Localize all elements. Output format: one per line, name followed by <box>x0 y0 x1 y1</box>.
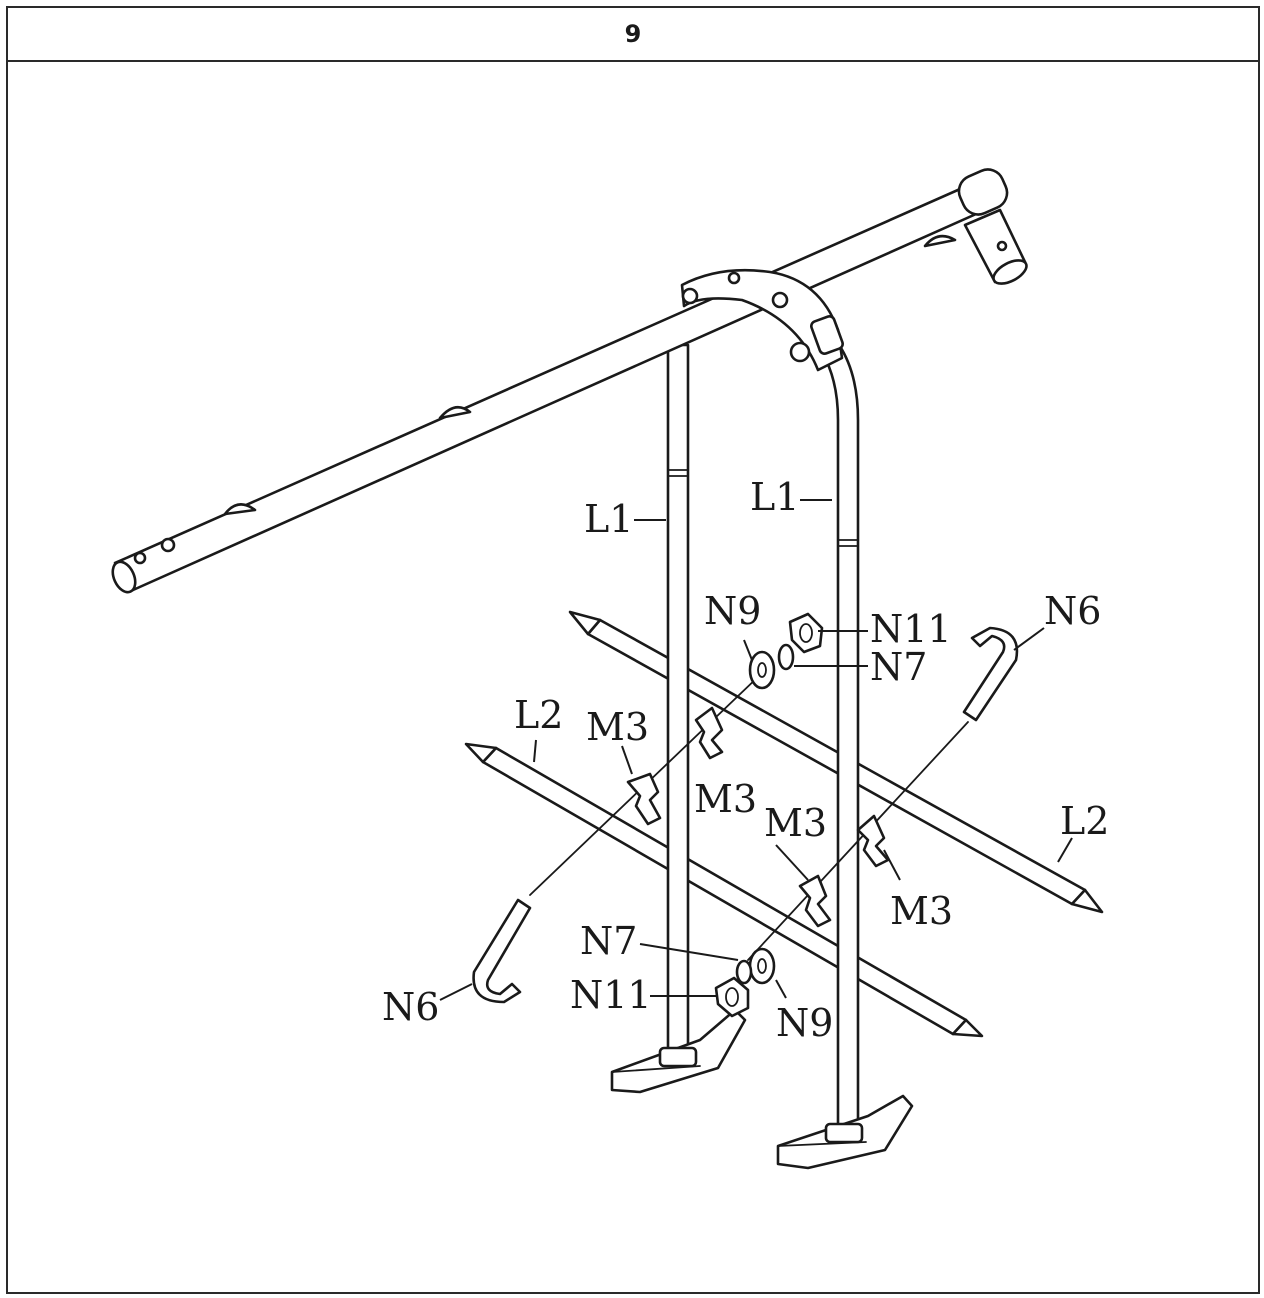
clamp-m3-2 <box>694 706 724 760</box>
label-m3-4: M3 <box>890 889 953 933</box>
label-n7-lower: N7 <box>580 919 637 963</box>
clamp-m3-3 <box>798 874 832 928</box>
clamp-m3-1 <box>626 772 662 826</box>
top-beam <box>111 176 1005 594</box>
foot-left <box>610 1008 747 1094</box>
label-l1-right: L1 <box>750 475 799 519</box>
assembly-diagram: L1 L1 N9 N11 N7 N6 L2 M3 M3 M3 L2 M3 N7 … <box>8 62 1258 1292</box>
washer-n9-upper <box>748 650 776 690</box>
label-l2-right: L2 <box>1060 799 1109 843</box>
label-m3-1: M3 <box>586 705 649 749</box>
label-n7-upper: N7 <box>870 645 927 689</box>
washer-n9-lower <box>748 947 776 985</box>
foot-right <box>776 1094 914 1170</box>
leader-lines <box>439 499 1073 1001</box>
nut-n11-lower <box>714 976 750 1018</box>
label-m3-3: M3 <box>764 801 827 845</box>
clamp-m3-4 <box>856 814 890 868</box>
label-l1-left: L1 <box>584 497 633 541</box>
swivel-bracket <box>680 268 844 372</box>
label-l2-left: L2 <box>514 693 563 737</box>
j-bolt-upper <box>747 626 1019 961</box>
label-n11-upper: N11 <box>870 607 952 651</box>
leg-left <box>666 343 690 1062</box>
label-m3-2: M3 <box>694 777 757 821</box>
lock-washer-n7-upper <box>777 643 795 671</box>
nut-n11-upper <box>788 612 824 654</box>
label-n6-upper: N6 <box>1044 589 1101 633</box>
step-frame: 9 <box>6 6 1260 1294</box>
lock-washer-n7-lower <box>735 959 753 985</box>
ground-stake-back <box>568 610 1104 914</box>
label-n11-lower: N11 <box>570 973 652 1017</box>
label-n9-lower: N9 <box>776 1001 833 1045</box>
assembly-drawing: L1 L1 N9 N11 N7 N6 L2 M3 M3 M3 L2 M3 N7 … <box>111 168 1109 1170</box>
step-number: 9 <box>8 8 1258 62</box>
label-n9-upper: N9 <box>704 589 761 633</box>
beam-end-cap <box>923 168 1028 285</box>
part-labels: L1 L1 N9 N11 N7 N6 L2 M3 M3 M3 L2 M3 N7 … <box>382 475 1109 1045</box>
label-n6-lower: N6 <box>382 985 439 1029</box>
